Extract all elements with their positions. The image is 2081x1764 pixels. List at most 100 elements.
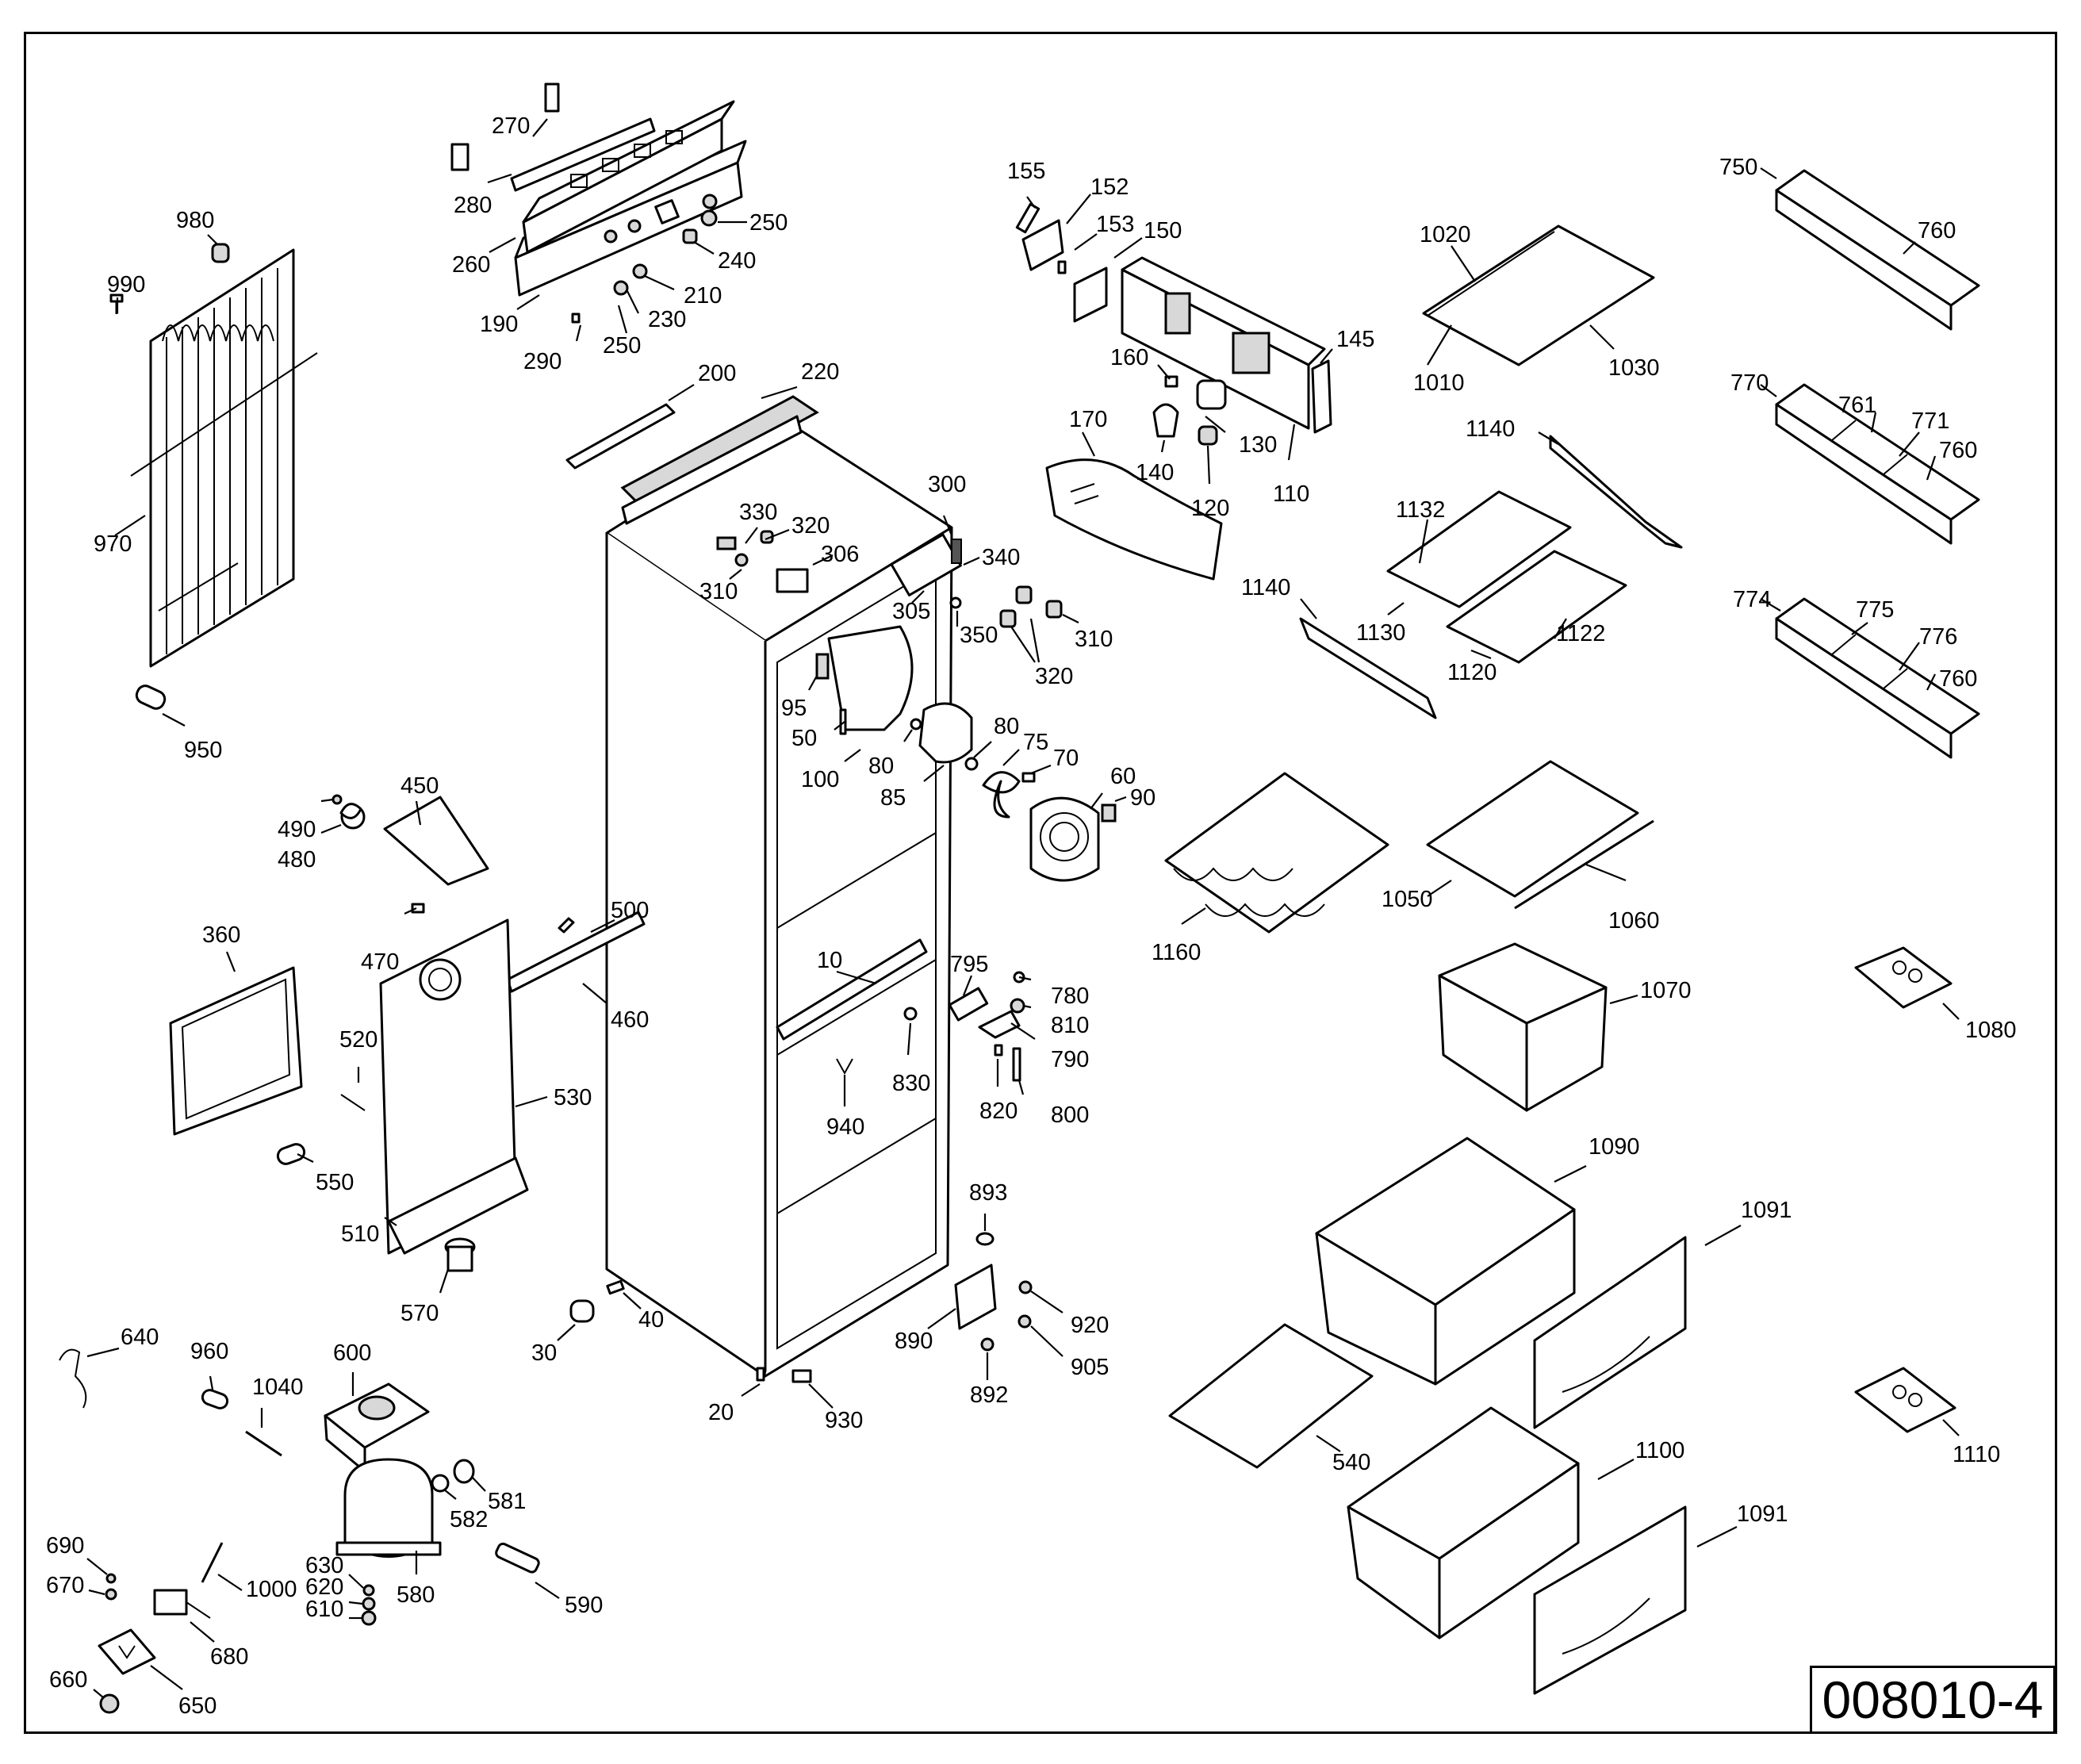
screw-part [1018, 1280, 1033, 1294]
condenser [130, 248, 318, 668]
callout-label: 1140 [1466, 416, 1515, 442]
callout-label: 270 [492, 113, 530, 139]
callout-label: 300 [928, 472, 966, 497]
pin-part [1015, 202, 1040, 234]
callout-label: 1091 [1737, 1501, 1788, 1527]
callout-label: 550 [316, 1170, 354, 1195]
nut-part [361, 1610, 377, 1626]
callout-label: 580 [397, 1582, 435, 1608]
hinge-part [978, 1010, 1021, 1039]
callout-label: 570 [400, 1301, 439, 1326]
callout-label: 450 [400, 773, 439, 799]
callout-label: 110 [1273, 481, 1309, 507]
callout-label: 980 [176, 208, 214, 233]
callout-label: 490 [278, 817, 316, 842]
callout-label: 160 [1110, 345, 1148, 370]
rear-panel [379, 918, 529, 1255]
callout-label: 1132 [1396, 497, 1445, 523]
callout-label: 40 [638, 1307, 664, 1333]
callout-label: 780 [1051, 984, 1089, 1009]
callout-label: 320 [1035, 664, 1073, 689]
sleeve-part [201, 1389, 229, 1409]
screw-part [999, 609, 1017, 628]
callout-label: 310 [699, 579, 738, 604]
cover-part [98, 1628, 156, 1675]
callout-label: 1090 [1589, 1134, 1640, 1160]
screw-part [1015, 585, 1033, 604]
top-cover [620, 395, 819, 525]
callout-label: 830 [892, 1071, 930, 1096]
cabinet [605, 419, 962, 1378]
callout-label: 1040 [252, 1375, 304, 1400]
glass-plate [1168, 1323, 1374, 1469]
small-part [734, 553, 749, 567]
callout-label: 20 [708, 1400, 734, 1425]
switch-part [1198, 425, 1218, 446]
rod-part [245, 1430, 282, 1457]
panel-cover [510, 117, 656, 192]
clip-part [450, 143, 469, 171]
compressor-tray [324, 1382, 430, 1473]
leader-lines [86, 118, 1960, 1698]
callout-label: 340 [982, 545, 1020, 570]
callout-label: 70 [1053, 746, 1079, 771]
callout-label: 50 [791, 726, 817, 751]
callout-labels: 270 280 260 250 240 210 190 230 250 290 … [46, 113, 2017, 1719]
callout-label: 940 [826, 1114, 864, 1140]
knob-part [632, 263, 648, 279]
callout-label: 600 [333, 1340, 371, 1366]
plug-part [211, 243, 230, 263]
callout-label: 330 [739, 500, 777, 525]
callout-label: 460 [611, 1007, 649, 1033]
evaporator [169, 966, 303, 1136]
callout-label: 155 [1007, 159, 1045, 184]
cable-part [59, 1348, 87, 1409]
filter-drier [495, 1542, 540, 1574]
screw-part [1164, 375, 1178, 388]
callout-label: 540 [1332, 1450, 1370, 1475]
callout-label: 152 [1090, 174, 1129, 200]
callout-label: 610 [305, 1597, 343, 1622]
screw-part [1021, 772, 1036, 783]
callout-label: 360 [202, 922, 240, 948]
callout-label: 85 [880, 785, 906, 811]
screw-part [105, 1573, 117, 1584]
callout-label: 680 [210, 1644, 248, 1670]
callout-label: 1120 [1447, 660, 1497, 685]
callout-label: 581 [488, 1489, 526, 1514]
callout-label: 640 [121, 1325, 159, 1350]
callout-label: 1020 [1420, 222, 1471, 247]
washer-part [949, 596, 962, 609]
callout-label: 500 [611, 898, 649, 923]
drain-fitting [444, 1237, 476, 1272]
callout-label: 305 [892, 599, 930, 624]
wine-rack [1164, 772, 1389, 934]
drawer-front-bottom [1533, 1505, 1687, 1695]
callout-label: 95 [781, 696, 807, 721]
lamp-cover [1045, 458, 1223, 581]
callout-label: 630 [305, 1553, 343, 1578]
callout-label: 480 [278, 847, 316, 872]
cap-part [903, 1007, 918, 1021]
callout-label: 776 [1919, 624, 1957, 650]
half-shelf [1386, 490, 1572, 608]
freezer-drawer-bottom [1347, 1406, 1580, 1639]
pin-part [201, 1542, 224, 1583]
callout-label: 1070 [1640, 978, 1692, 1003]
washer-part [105, 1588, 117, 1601]
screw-part [362, 1584, 375, 1597]
callout-label: 1110 [1953, 1442, 2000, 1467]
callout-label: 80 [868, 754, 894, 779]
glass-plate [1426, 760, 1639, 898]
callout-label: 1050 [1382, 887, 1433, 912]
foot-part [569, 1299, 595, 1323]
screw-part [1057, 260, 1067, 274]
washer-part [362, 1597, 376, 1611]
screw-part [606, 1279, 625, 1295]
callout-label: 310 [1075, 627, 1113, 652]
callout-label: 800 [1051, 1102, 1089, 1128]
callout-label: 280 [454, 193, 492, 218]
callout-label: 60 [1110, 764, 1136, 789]
callout-label: 771 [1911, 408, 1949, 434]
small-part [815, 653, 830, 680]
